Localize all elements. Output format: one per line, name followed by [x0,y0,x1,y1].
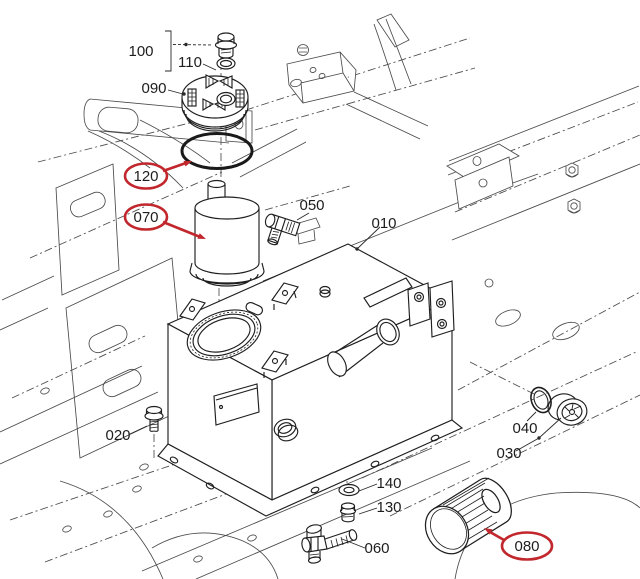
leader-100 [172,44,213,46]
part-label-060: 060 [364,540,389,557]
hex-nut [567,198,581,214]
highlight-annotations [123,160,554,561]
part-100-breather-cap [214,32,238,59]
part-130-plug [339,502,357,523]
part-label-030: 030 [496,445,521,462]
part-label-020: 020 [105,427,130,444]
leader-110 [202,63,217,71]
part-label-100: 100 [128,43,153,60]
part-040-o-ring [530,386,552,414]
highlight-arrowhead-080 [484,528,493,535]
part-label-090: 090 [141,80,166,97]
highlight-arrow-120 [162,161,187,173]
leader-090 [167,89,184,95]
highlight-arrow-080 [489,530,505,542]
part-120-o-ring [180,132,254,170]
leader-040 [526,411,537,422]
part-070-filter-element [189,179,265,287]
part-090-filler-cap [181,74,249,132]
part-label-130: 130 [376,499,401,516]
highlight-ellipse-080 [500,531,554,561]
part-label-080: 080 [514,538,539,555]
leader-dots [182,42,541,440]
part-label-110: 110 [178,54,202,71]
part-110-o-ring [216,57,236,70]
leader-010 [356,226,381,250]
part-label-120: 120 [133,168,158,185]
part-label-050: 050 [299,197,324,214]
part-label-010: 010 [371,215,396,232]
hex-nut [565,162,579,178]
part-060-t-joint [301,524,358,564]
part-030-plug [547,393,588,426]
leader-050 [296,212,310,221]
highlight-arrow-070 [162,220,200,238]
leader-140 [358,483,378,492]
leader-lines [129,30,562,549]
part-010-tank [157,243,464,517]
part-050-elbow-joint [264,213,301,246]
part-label-070: 070 [133,209,158,226]
part-020-bolt [144,405,164,432]
part-080-suction-filter [424,477,512,555]
leader-100-bracket [165,30,172,72]
highlight-arrowhead-120 [183,160,192,167]
highlight-arrowhead-070 [197,233,206,239]
part-label-040: 040 [512,420,537,437]
part-label-140: 140 [376,475,401,492]
leader-060 [341,538,366,549]
leader-130 [358,507,378,515]
leader-020 [129,425,148,435]
highlight-ellipse-070 [123,203,169,231]
part-labels: 100 110 090 120 070 050 010 020 040 030 … [105,43,539,557]
highlight-ellipse-120 [123,162,169,190]
part-140-washer [338,483,360,497]
flange-holes [169,434,440,494]
parts [144,32,588,564]
tank-filler-opening [186,309,262,361]
